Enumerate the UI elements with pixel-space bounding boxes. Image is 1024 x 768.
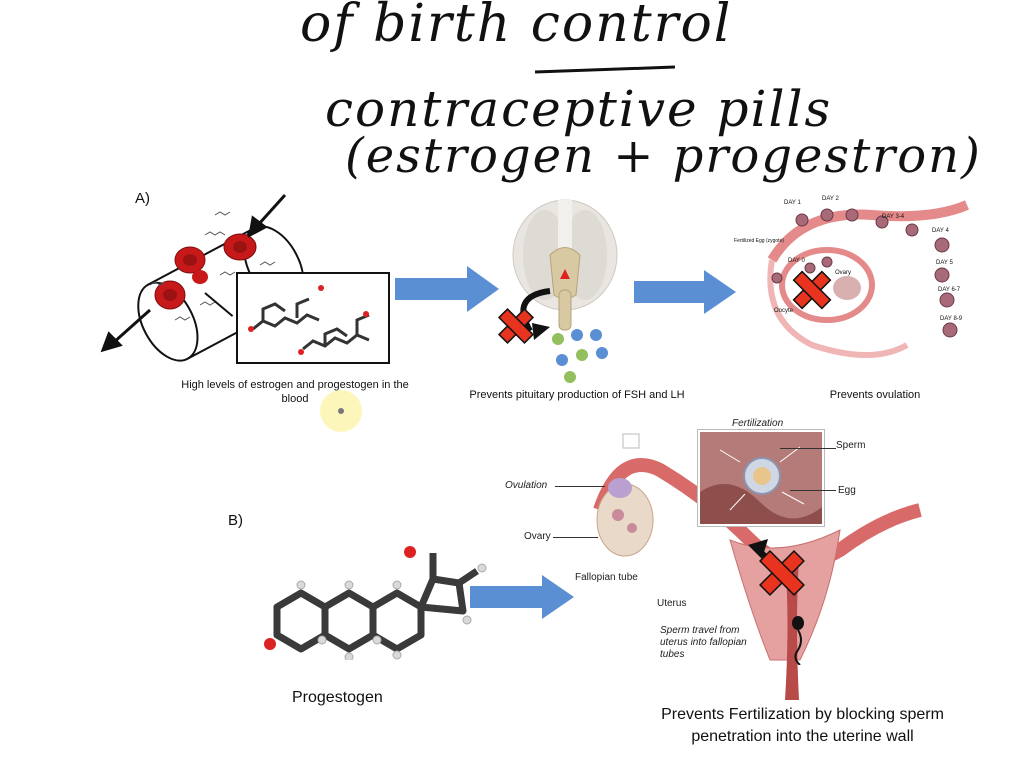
uterus-fertilization-illustration [593, 433, 922, 700]
label-oocyte: Oocyte [774, 308, 794, 314]
progestogen-caption: Progestogen [292, 689, 383, 706]
sperm-icon [792, 616, 804, 665]
hormone-molecules [149, 211, 276, 321]
label-sperm-travel: Sperm travel from uterus into fallopian … [660, 625, 747, 660]
flow-arrows [100, 193, 287, 353]
uterus-block-icon [748, 539, 805, 596]
ovulation-leader-line [555, 486, 605, 487]
progestogen-molecule-illustration [264, 546, 487, 660]
ovulation-block-cross [792, 270, 832, 310]
caption-pituitary: Prevents pituitary production of FSH and… [469, 389, 685, 401]
arrow-to-pituitary [395, 266, 499, 312]
caption-fertilization-block: Prevents Fertilization by blocking sperm… [661, 706, 944, 745]
label-ovulation: Ovulation [505, 480, 548, 491]
fertilization-title: Fertilization [732, 418, 784, 429]
label-day0: DAY 0 [788, 258, 805, 264]
label-ovary-b: Ovary [524, 531, 551, 542]
label-day1: DAY 1 [784, 200, 801, 206]
handwritten-title: of birth control [300, 0, 733, 54]
label-sperm: Sperm [836, 440, 866, 451]
handwritten-formula: (estrogen + progestron) [345, 128, 982, 184]
label-fertilized-egg: Fertilized Egg (zygote) [734, 238, 784, 244]
label-uterus: Uterus [657, 598, 687, 609]
caption-blood-hormones: High levels of estrogen and progestogen … [181, 379, 409, 405]
block-cross-icon [497, 307, 535, 345]
label-ovary: Ovary [835, 270, 851, 276]
brain-pituitary-illustration [512, 199, 618, 383]
handwritten-subtitle: contraceptive pills [325, 80, 833, 138]
arrow-to-ovulation [634, 270, 736, 314]
egg-leader-line [790, 490, 836, 491]
caption-ovulation: Prevents ovulation [829, 389, 921, 401]
label-day67: DAY 6-7 [938, 287, 961, 293]
blood-cells [154, 233, 257, 310]
label-fallopian-tube: Fallopian tube [575, 572, 638, 583]
hormone-dots [552, 329, 608, 383]
label-day34: DAY 3-4 [882, 214, 905, 220]
panel-a-label: A) [135, 190, 150, 207]
estrogen-molecule-icon [252, 297, 320, 331]
blood-vessel-illustration [100, 193, 305, 362]
cursor-dot [338, 408, 344, 414]
label-egg: Egg [838, 485, 856, 496]
label-day89: DAY 8-9 [940, 316, 963, 322]
label-day4: DAY 4 [932, 228, 949, 234]
fertilization-inset [698, 430, 824, 526]
sperm-leader-line [780, 448, 836, 449]
handwritten-underline [534, 65, 676, 74]
progestogen-molecule-icon [302, 313, 370, 351]
panel-b-label: B) [228, 512, 243, 529]
ovary-leader-line [553, 537, 598, 538]
label-day2: DAY 2 [822, 196, 839, 202]
ovulation-cycle-diagram: DAY 1 DAY 2 DAY 3-4 DAY 4 DAY 5 DAY 6-7 … [734, 196, 969, 358]
arrow-to-fertilization [470, 575, 574, 619]
estrogen-molecule-inset [236, 272, 390, 364]
label-day5: DAY 5 [936, 260, 953, 266]
